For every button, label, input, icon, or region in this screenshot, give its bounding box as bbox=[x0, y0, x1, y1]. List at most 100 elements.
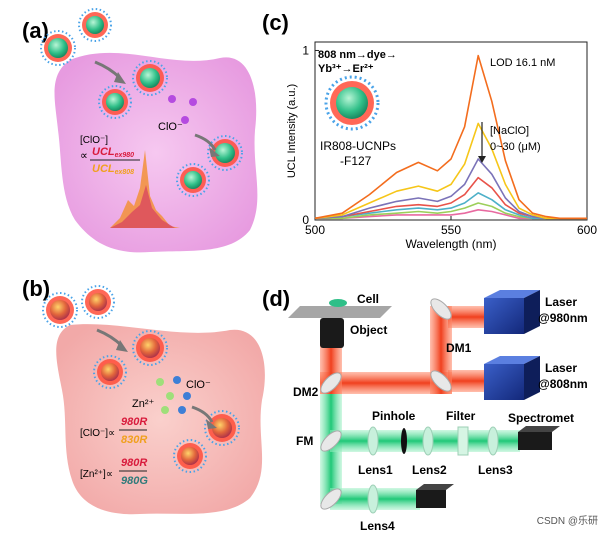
pinhole bbox=[401, 428, 407, 454]
arrow-b-1-head bbox=[116, 340, 128, 352]
spectrum-series-line bbox=[314, 122, 587, 220]
cell-icon bbox=[329, 299, 347, 307]
pinhole-label: Pinhole bbox=[372, 409, 416, 423]
formula-b2-den: 980G bbox=[121, 475, 148, 487]
arrow-a-2-head bbox=[209, 147, 220, 157]
mini-spectrum-a-overlay bbox=[110, 185, 175, 228]
clo-molecule bbox=[189, 98, 197, 106]
conc-arrow-head bbox=[478, 156, 486, 163]
dm1-label: DM1 bbox=[446, 341, 472, 355]
arrow-a-2 bbox=[194, 133, 217, 151]
laser-980-side bbox=[524, 290, 540, 334]
panel-c-label: (c) bbox=[262, 10, 289, 35]
formula-b1-den: 830R bbox=[121, 434, 147, 446]
particle-name-line1: IR808-UCNPs bbox=[320, 139, 396, 153]
panel-b: (b) bbox=[22, 276, 265, 515]
formula-a-den: UCLex808 bbox=[92, 163, 134, 176]
clo-molecule-b bbox=[178, 406, 186, 414]
laser-980-top bbox=[484, 290, 540, 298]
mirror-lower bbox=[320, 488, 342, 510]
zn-label-b: Zn²⁺ bbox=[132, 398, 155, 410]
ucnp-b-5 bbox=[204, 410, 240, 446]
clo-label-a: ClO⁻ bbox=[158, 121, 183, 133]
ucnp-c bbox=[324, 75, 380, 131]
x-tick-label: 500 bbox=[305, 223, 325, 237]
camera bbox=[416, 490, 446, 508]
laser-808-side bbox=[524, 356, 540, 400]
ucnp-b-6 bbox=[173, 439, 207, 473]
ucnp-a-6 bbox=[176, 163, 210, 197]
lens2 bbox=[422, 426, 434, 456]
zn-molecule bbox=[166, 392, 174, 400]
dichroic-mirror-dm2 bbox=[320, 372, 342, 394]
formula-b2-num: 980R bbox=[121, 457, 147, 469]
panel-d: (d) Cell Object DM1 DM2 FM Laser @980nm bbox=[262, 286, 588, 533]
x-axis-label: Wavelength (nm) bbox=[406, 237, 497, 251]
lens1-label: Lens1 bbox=[358, 463, 393, 477]
particle-name-line2: -F127 bbox=[340, 154, 372, 168]
x-tick-label: 550 bbox=[441, 223, 461, 237]
lens2-label: Lens2 bbox=[412, 463, 447, 477]
formula-a-num: UCLex980 bbox=[92, 146, 134, 159]
laser-980-label1: Laser bbox=[545, 295, 577, 309]
laser-beam-808-feed bbox=[448, 370, 484, 392]
y-axis-label: UCL Intensity (a.u.) bbox=[286, 84, 298, 178]
formula-a-prop: ∝ bbox=[80, 150, 88, 162]
laser-beam-980-feed bbox=[448, 306, 484, 328]
clo-molecule bbox=[181, 116, 189, 124]
arrow-b-2 bbox=[191, 405, 214, 423]
laser-beam-horizontal-lower bbox=[320, 372, 452, 394]
panel-a-label: (a) bbox=[22, 18, 49, 43]
pathway-line2: Yb³⁺→Er²⁺ bbox=[318, 63, 374, 75]
panel-b-label: (b) bbox=[22, 276, 50, 301]
laser-808-label1: Laser bbox=[545, 361, 577, 375]
fm-label: FM bbox=[296, 434, 313, 448]
dm2-label: DM2 bbox=[293, 385, 319, 399]
laser-808-label2: @808nm bbox=[538, 377, 588, 391]
clo-molecule-b bbox=[173, 376, 181, 384]
objective-lens bbox=[320, 318, 344, 348]
formula-b1-lhs: [ClO⁻]∝ bbox=[80, 428, 115, 439]
flip-mirror-fm bbox=[320, 430, 342, 452]
pathway-line1: 808 nm→dye→ bbox=[318, 49, 397, 61]
x-tick-label: 600 bbox=[577, 223, 597, 237]
clo-molecule-b bbox=[183, 392, 191, 400]
spectrometer-top bbox=[518, 426, 560, 432]
formula-a-lhs: [ClO⁻] bbox=[80, 135, 108, 146]
ucnp-a-5 bbox=[207, 135, 243, 171]
camera-top bbox=[416, 484, 454, 490]
formula-b2-lhs: [Zn²⁺]∝ bbox=[80, 469, 113, 480]
cell-label: Cell bbox=[357, 292, 379, 306]
laser-980-box bbox=[484, 298, 524, 334]
arrow-b-2-head bbox=[206, 419, 217, 429]
sample-slide bbox=[288, 306, 392, 318]
ucnp-a-2 bbox=[78, 8, 112, 42]
lens3-label: Lens3 bbox=[478, 463, 513, 477]
spectrum-series-line bbox=[314, 54, 587, 220]
chart-lines bbox=[314, 54, 587, 220]
lens1 bbox=[367, 426, 379, 456]
watermark: CSDN @乐研 bbox=[537, 515, 598, 527]
panel-d-label: (d) bbox=[262, 286, 290, 311]
ucnp-b-3 bbox=[132, 330, 168, 366]
ucnp-a-1 bbox=[40, 30, 76, 66]
plot-frame bbox=[314, 41, 588, 221]
ucnp-a-3 bbox=[132, 60, 168, 96]
spectrometer-label: Spectromet bbox=[508, 411, 574, 425]
clo-molecule bbox=[168, 95, 176, 103]
filter bbox=[457, 426, 469, 456]
filter-label: Filter bbox=[446, 409, 476, 423]
dichroic-mirror-dm1 bbox=[430, 370, 452, 392]
formula-b1-num: 980R bbox=[121, 416, 147, 428]
ucnp-a-4 bbox=[98, 85, 132, 119]
lod-label: LOD 16.1 nM bbox=[490, 57, 555, 69]
laser-808-box bbox=[484, 364, 524, 400]
laser-808-top bbox=[484, 356, 540, 364]
laser-980-label2: @980nm bbox=[538, 311, 588, 325]
zn-molecule bbox=[161, 406, 169, 414]
ucnp-b-2 bbox=[81, 285, 115, 319]
